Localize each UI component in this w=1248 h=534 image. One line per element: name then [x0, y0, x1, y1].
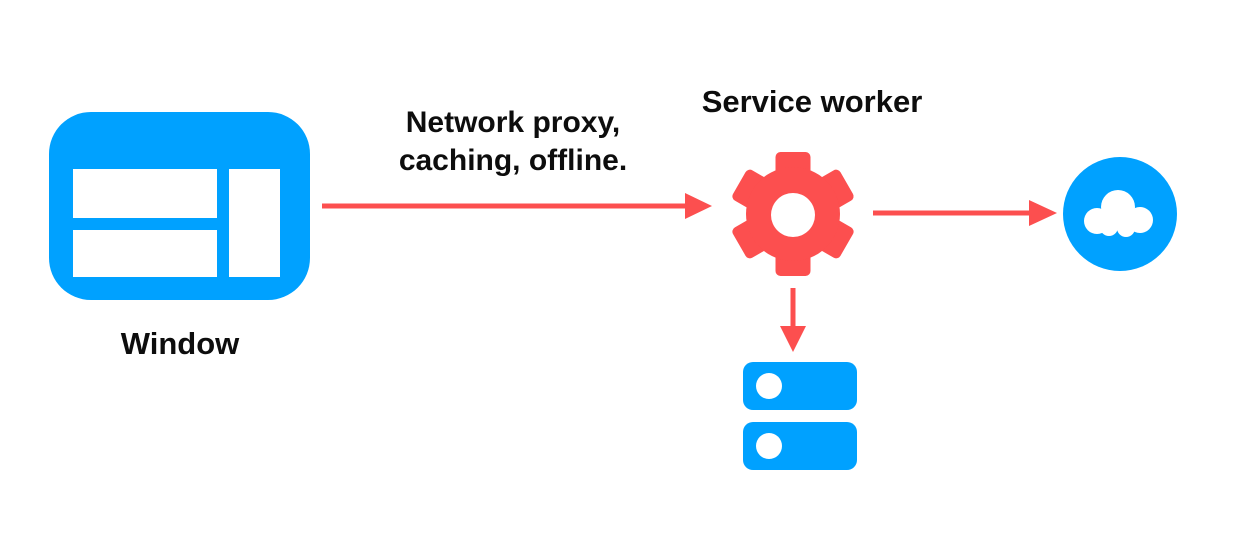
cloud-icon [1063, 157, 1177, 271]
browser-window-icon [49, 112, 310, 300]
window-pane-sidebar [229, 169, 280, 277]
service-worker-label: Service worker [701, 84, 923, 119]
storage-disks-icon [743, 362, 857, 470]
storage-disk-bottom [743, 422, 857, 470]
arrow-service-worker-to-cloud [873, 200, 1057, 226]
disk-indicator-dot [756, 373, 782, 399]
window-pane-bottom [73, 230, 217, 277]
window-pane-top [73, 169, 217, 218]
edge-label-line1: Network proxy, [405, 106, 621, 139]
arrow-service-worker-to-storage [780, 288, 806, 352]
gear-icon [732, 152, 854, 276]
disk-indicator-dot [756, 433, 782, 459]
storage-disk-top [743, 362, 857, 410]
edge-label-network-proxy: Network proxy, caching, offline. [368, 104, 658, 180]
edge-label-line2: caching, offline. [398, 144, 628, 177]
window-label: Window [120, 326, 240, 361]
arrow-window-to-service-worker [322, 193, 712, 219]
